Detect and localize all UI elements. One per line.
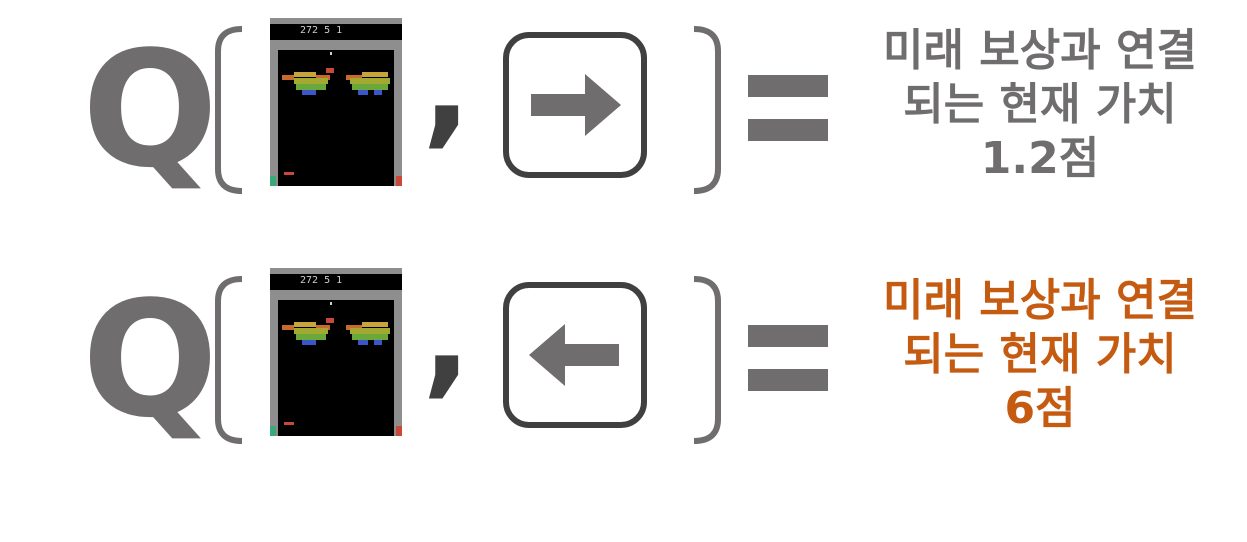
close-bracket	[693, 276, 721, 444]
comma-separator: ,	[422, 9, 472, 161]
open-bracket	[215, 26, 243, 194]
q-function-label: Q	[82, 16, 219, 203]
equals-sign	[748, 325, 828, 391]
result-value: 6점	[1004, 383, 1076, 434]
score-readout: 272 5 1	[300, 25, 342, 36]
arrow-right-icon	[531, 74, 621, 136]
comma-separator: ,	[422, 259, 472, 411]
action-box-left	[503, 282, 647, 428]
q-value-row-right: Q 272 5 1	[0, 10, 1247, 210]
equals-sign	[748, 75, 828, 141]
action-box-right	[503, 32, 647, 178]
result-value: 1.2점	[980, 133, 1100, 184]
q-value-row-left: Q 272 5 1	[0, 260, 1247, 460]
q-function-label: Q	[82, 266, 219, 453]
result-line-2: 되는 현재 가치	[903, 79, 1177, 130]
result-line-1: 미래 보상과 연결	[883, 275, 1197, 326]
result-line-2: 되는 현재 가치	[903, 329, 1177, 380]
q-value-result-highlighted: 미래 보상과 연결 되는 현재 가치 6점	[850, 274, 1230, 436]
result-line-1: 미래 보상과 연결	[883, 25, 1197, 76]
q-value-result: 미래 보상과 연결 되는 현재 가치 1.2점	[850, 24, 1230, 186]
score-readout: 272 5 1	[300, 275, 342, 286]
close-bracket	[693, 26, 721, 194]
game-screen: 272 5 1	[270, 268, 402, 436]
open-bracket	[215, 276, 243, 444]
arrow-left-icon	[529, 324, 619, 386]
game-screen: 272 5 1	[270, 18, 402, 186]
